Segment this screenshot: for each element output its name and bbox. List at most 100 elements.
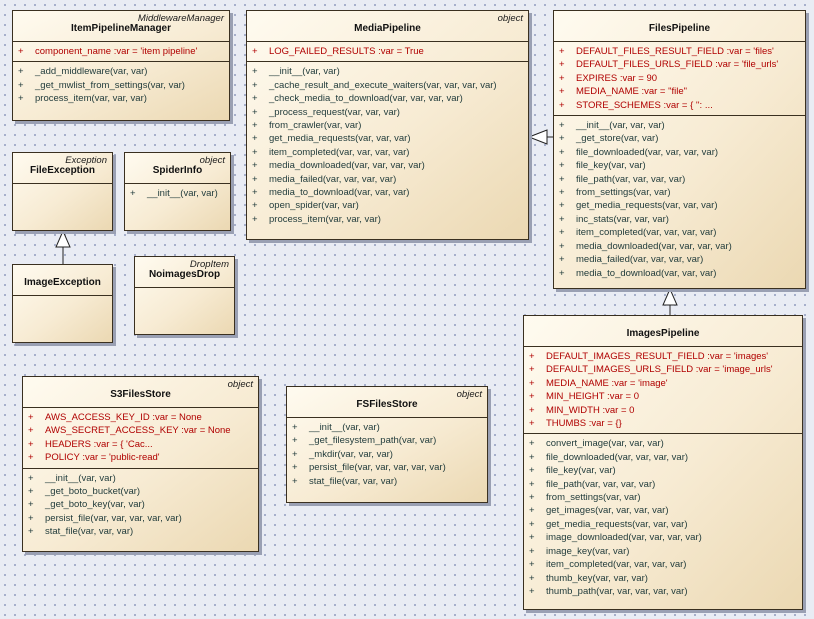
operation-text: __init__(var, var) (45, 472, 116, 484)
operation-row: +file_downloaded(var, var, var, var) (554, 146, 805, 159)
visibility-marker: + (28, 526, 34, 538)
attribute-text: STORE_SCHEMES :var = { '': ... (576, 99, 713, 111)
visibility-marker: + (529, 585, 535, 597)
operation-text: item_completed(var, var, var, var) (576, 227, 717, 239)
visibility-marker: + (559, 146, 565, 158)
visibility-marker: + (529, 377, 535, 389)
visibility-marker: + (252, 146, 258, 158)
visibility-marker: + (252, 200, 258, 212)
class-image-exception[interactable]: ImageException (12, 264, 113, 343)
attribute-row: +LOG_FAILED_RESULTS :var = True (247, 45, 528, 58)
operation-text: stat_file(var, var, var) (45, 526, 134, 538)
operation-row: +image_key(var, var) (524, 545, 802, 558)
visibility-marker: + (559, 59, 565, 71)
visibility-marker: + (252, 79, 258, 91)
operation-text: __init__(var, var) (309, 422, 380, 433)
class-files-pipeline[interactable]: FilesPipeline+DEFAULT_FILES_RESULT_FIELD… (553, 10, 806, 289)
visibility-marker: + (529, 351, 535, 362)
attribute-compartment: +DEFAULT_IMAGES_RESULT_FIELD :var = 'ima… (524, 346, 802, 433)
attribute-row: +MIN_WIDTH :var = 0 (524, 404, 802, 417)
visibility-marker: + (559, 200, 565, 212)
visibility-marker: + (529, 478, 535, 490)
operation-text: _mkdir(var, var, var) (309, 448, 393, 460)
attribute-text: AWS_ACCESS_KEY_ID :var = None (45, 412, 202, 423)
visibility-marker: + (559, 227, 565, 239)
stereotype-label: DropItem (189, 259, 229, 270)
visibility-marker: + (529, 364, 535, 376)
visibility-marker: + (559, 46, 565, 57)
operation-compartment: +convert_image(var, var, var)+file_downl… (524, 433, 802, 601)
class-name: FileException (29, 165, 95, 176)
visibility-marker: + (28, 486, 34, 498)
visibility-marker: + (252, 173, 258, 185)
images-pipeline-to-files-pipeline-generalization (662, 287, 678, 315)
attribute-text: MEDIA_NAME :var = 'image' (546, 377, 668, 389)
operation-row: +from_crawler(var, var) (247, 119, 528, 132)
operation-row: +persist_file(var, var, var, var, var) (23, 512, 258, 525)
attribute-row: +DEFAULT_FILES_RESULT_FIELD :var = 'file… (554, 45, 805, 58)
operation-row: +media_to_download(var, var, var) (554, 267, 805, 280)
stereotype-label: object (497, 13, 523, 24)
operation-text: persist_file(var, var, var, var, var) (309, 462, 446, 474)
visibility-marker: + (28, 512, 34, 524)
operation-row: +_get_boto_key(var, var) (23, 498, 258, 511)
operation-row: +_get_filesystem_path(var, var) (287, 434, 487, 447)
empty-compartment (135, 287, 234, 294)
attribute-row: + AWS_ACCESS_KEY_ID :var = None (23, 411, 258, 424)
attribute-row: +MIN_HEIGHT :var = 0 (524, 390, 802, 403)
stereotype-label: object (227, 379, 253, 390)
operation-row: + item_completed(var, var, var, var) (554, 226, 805, 239)
operation-row: +media_downloaded(var, var, var, var) (247, 159, 528, 172)
class-images-pipeline[interactable]: ImagesPipeline +DEFAULT_IMAGES_RESULT_FIE… (523, 315, 803, 610)
operation-text: item_completed(var, var, var, var) (269, 146, 410, 158)
stereotype-label: object (199, 155, 225, 166)
class-name: S3FilesStore (110, 389, 171, 400)
visibility-marker: + (252, 106, 258, 118)
operation-compartment: +__init__(var, var)+_cache_result_and_ex… (247, 61, 528, 229)
visibility-marker: + (252, 187, 258, 199)
operation-text: get_media_requests(var, var, var) (546, 518, 688, 530)
operation-row: +_get_boto_bucket(var) (23, 485, 258, 498)
visibility-marker: + (252, 93, 258, 105)
visibility-marker: + (559, 254, 565, 266)
operation-row: +item_completed(var, var, var, var) (524, 558, 802, 571)
operation-row: +from_settings(var, var) (524, 491, 802, 504)
operation-text: get_media_requests(var, var, var) (576, 200, 718, 212)
visibility-marker: + (252, 213, 258, 225)
operation-row: +__init__(var, var, var) (554, 119, 805, 132)
operation-row: +__init__(var, var) (287, 421, 487, 434)
attribute-row: +EXPIRES :var = 90 (554, 72, 805, 85)
stereotype-label: Exception (65, 155, 107, 166)
operation-row: +convert_image(var, var, var) (524, 437, 802, 450)
operation-text: get_images(var, var, var, var) (546, 505, 669, 517)
visibility-marker: + (130, 188, 136, 199)
visibility-marker: + (559, 86, 565, 98)
operation-compartment: +__init__(var, var)+_get_filesystem_path… (287, 417, 487, 491)
visibility-marker: + (529, 545, 535, 557)
class-name: ItemPipelineManager (70, 23, 172, 34)
visibility-marker: + (292, 435, 298, 447)
operation-text: from_settings(var, var) (546, 492, 641, 504)
visibility-marker: + (529, 418, 535, 430)
attribute-text: MIN_WIDTH :var = 0 (546, 404, 635, 416)
operation-text: get_media_requests(var, var, var) (269, 133, 411, 145)
operation-row: +file_downloaded(var, var, var, var) (524, 451, 802, 464)
visibility-marker: + (529, 572, 535, 584)
attribute-compartment: +DEFAULT_FILES_RESULT_FIELD :var = 'file… (554, 41, 805, 115)
operation-text: file_key(var, var) (576, 160, 646, 172)
visibility-marker: + (559, 72, 565, 84)
operation-compartment: +_add_middleware(var, var)+_get_mwlist_f… (13, 61, 229, 108)
visibility-marker: + (28, 412, 34, 423)
class-name: ImagesPipeline (626, 328, 700, 339)
operation-text: __init__(var, var) (269, 66, 340, 78)
